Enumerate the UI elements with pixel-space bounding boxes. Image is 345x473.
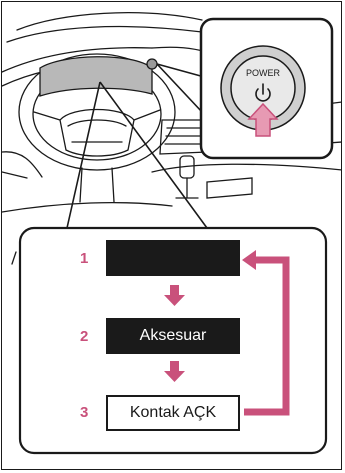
mode-box-3: Kontak AÇK bbox=[106, 395, 240, 431]
callout-lines bbox=[66, 63, 209, 229]
press-arrow-icon bbox=[247, 102, 279, 137]
cycle-arrow-icon bbox=[244, 256, 290, 416]
power-button-label: POWER bbox=[245, 68, 280, 78]
mode-number-1: 1 bbox=[80, 250, 89, 267]
cycle-arrowhead-icon bbox=[242, 250, 256, 270]
power-symbol-icon bbox=[255, 83, 271, 102]
down-arrow-icon bbox=[164, 285, 185, 306]
mode-number-3: 3 bbox=[80, 404, 89, 421]
down-arrow-icon bbox=[164, 361, 185, 382]
mode-number-2: 2 bbox=[80, 328, 89, 345]
mode-label-2: Aksesuar bbox=[139, 327, 207, 344]
mode-box-1 bbox=[106, 240, 240, 276]
mode-box-2: Aksesuar bbox=[106, 318, 240, 354]
mode-label-3: Kontak AÇK bbox=[129, 404, 217, 421]
